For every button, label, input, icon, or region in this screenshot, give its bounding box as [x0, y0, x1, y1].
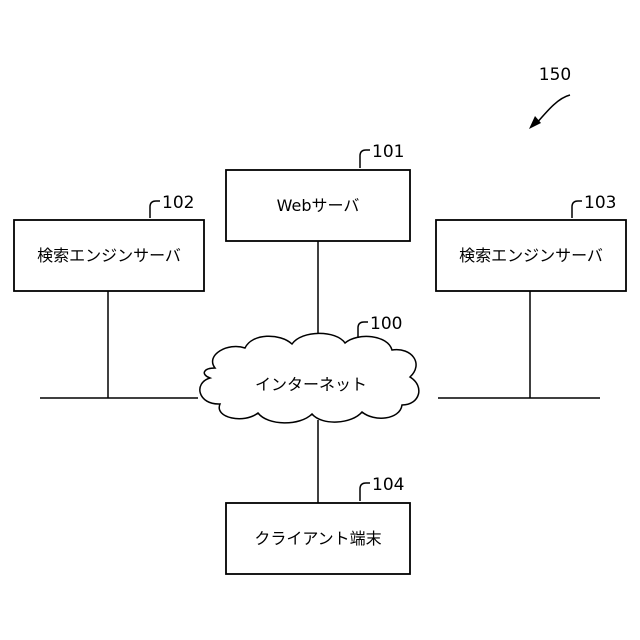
search-engine-right-ref: 103 [584, 193, 616, 213]
search-engine-left-ref-leader [150, 201, 160, 218]
search-engine-right-ref-leader [572, 201, 582, 218]
search-engine-left-ref: 102 [162, 193, 194, 213]
figure-ref-arrow [535, 95, 570, 125]
client-terminal-ref: 104 [372, 475, 404, 495]
figure-ref-label: 150 [539, 65, 571, 85]
client-terminal-label: クライアント端末 [254, 529, 381, 548]
internet-ref-leader [358, 322, 368, 338]
client-terminal-ref-leader [360, 483, 370, 501]
figure-ref-arrowhead [529, 116, 541, 129]
internet-ref: 100 [370, 314, 402, 334]
internet-label: インターネット [255, 375, 367, 394]
web-server-label: Webサーバ [277, 196, 360, 215]
web-server-ref-leader [360, 150, 370, 168]
search-engine-right-label: 検索エンジンサーバ [459, 246, 603, 265]
search-engine-left-label: 検索エンジンサーバ [37, 246, 181, 265]
web-server-ref: 101 [372, 142, 404, 162]
